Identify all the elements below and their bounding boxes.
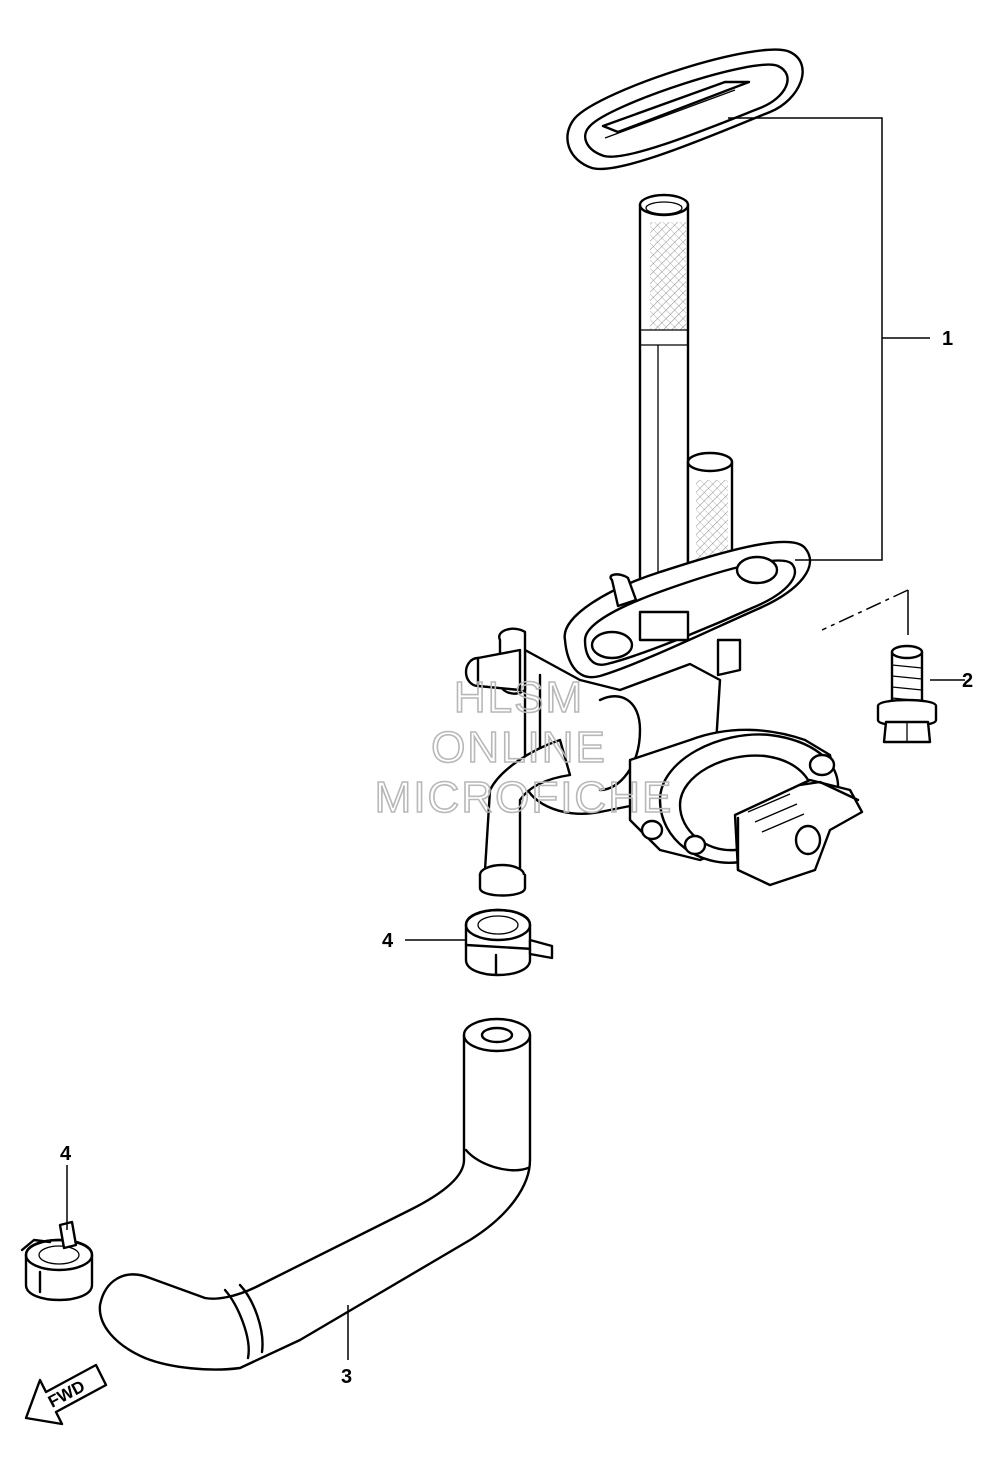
watermark-line-3: MICROFICHE [375, 773, 674, 822]
fwd-arrow-icon: FWD [24, 1363, 108, 1426]
callout-4-upper: 4 [382, 930, 394, 952]
watermark-line-2: ONLINE [431, 723, 607, 772]
leader-lines [66, 117, 965, 1360]
watermark: HLSM ONLINE MICROFICHE [374, 672, 674, 823]
watermark-line-1: HLSM [454, 673, 584, 722]
bolt-part-2 [876, 644, 938, 744]
fuel-cock-gasket [566, 48, 804, 171]
fuel-cock-assembly [464, 193, 864, 897]
hose-clamp-lower [20, 1220, 94, 1302]
callout-1: 1 [942, 328, 953, 350]
callout-2: 2 [962, 670, 973, 692]
hose-clamp-upper [464, 908, 554, 977]
fuel-hose-part-3 [98, 1017, 532, 1371]
callout-3: 3 [341, 1366, 352, 1388]
callout-4-lower: 4 [60, 1143, 72, 1165]
